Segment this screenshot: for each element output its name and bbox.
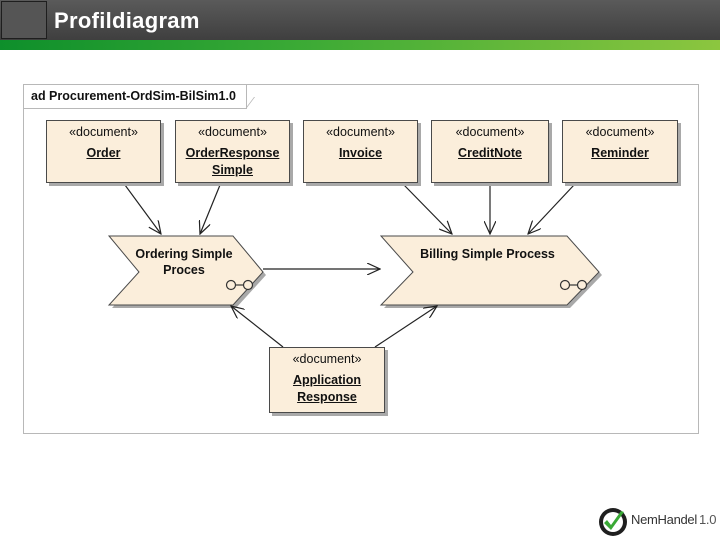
slide-title: Profildiagram (54, 8, 200, 33)
billing-process-label: Billing Simple Process (420, 247, 555, 261)
document-order: «document» Order (46, 120, 161, 183)
flow-orderresponse-to-ordering (200, 184, 221, 234)
document-stereotype: «document» (326, 125, 395, 139)
document-stereotype: «document» (585, 125, 655, 139)
document-name: Invoice (338, 146, 383, 160)
title-bar: Profildiagram (0, 0, 720, 40)
document-invoice: «document» Invoice (303, 120, 418, 183)
logo-name: NemHandel (631, 512, 697, 527)
document-stereotype: «document» (292, 352, 362, 366)
document-name: Reminder (591, 146, 649, 160)
document-creditnote: «document» CreditNote (431, 120, 549, 183)
nemhandel-logo-icon (599, 508, 627, 536)
logo-version: 1.0 (698, 512, 717, 527)
document-name: OrderResponse Simple (185, 146, 280, 177)
green-accent-bar (0, 40, 720, 50)
ordering-process-shape (107, 235, 264, 306)
flow-appresponse-to-ordering (231, 306, 284, 348)
billing-rake-icon (559, 279, 588, 291)
flow-invoice-to-billing (403, 184, 452, 234)
document-stereotype: «document» (455, 125, 525, 139)
billing-process-shape (379, 235, 600, 306)
flow-order-to-ordering (124, 184, 161, 234)
document-name: Application Response (292, 373, 362, 404)
document-name: CreditNote (458, 146, 522, 160)
document-reminder: «document» Reminder (562, 120, 678, 183)
document-stereotype: «document» (198, 125, 267, 139)
flow-appresponse-to-billing (374, 306, 437, 348)
document-name: Order (86, 146, 121, 160)
document-orderresponse-simple: «document» OrderResponse Simple (175, 120, 290, 183)
title-square-decoration (1, 1, 47, 39)
ordering-process-label: Ordering Simple Proces (135, 247, 233, 277)
document-stereotype: «document» (69, 125, 138, 139)
document-application-response: «document» Application Response (269, 347, 385, 413)
flow-reminder-to-billing (528, 184, 575, 234)
ordering-rake-icon (225, 279, 254, 291)
frame-label: ad Procurement-OrdSim-BilSim1.0 (24, 85, 247, 109)
